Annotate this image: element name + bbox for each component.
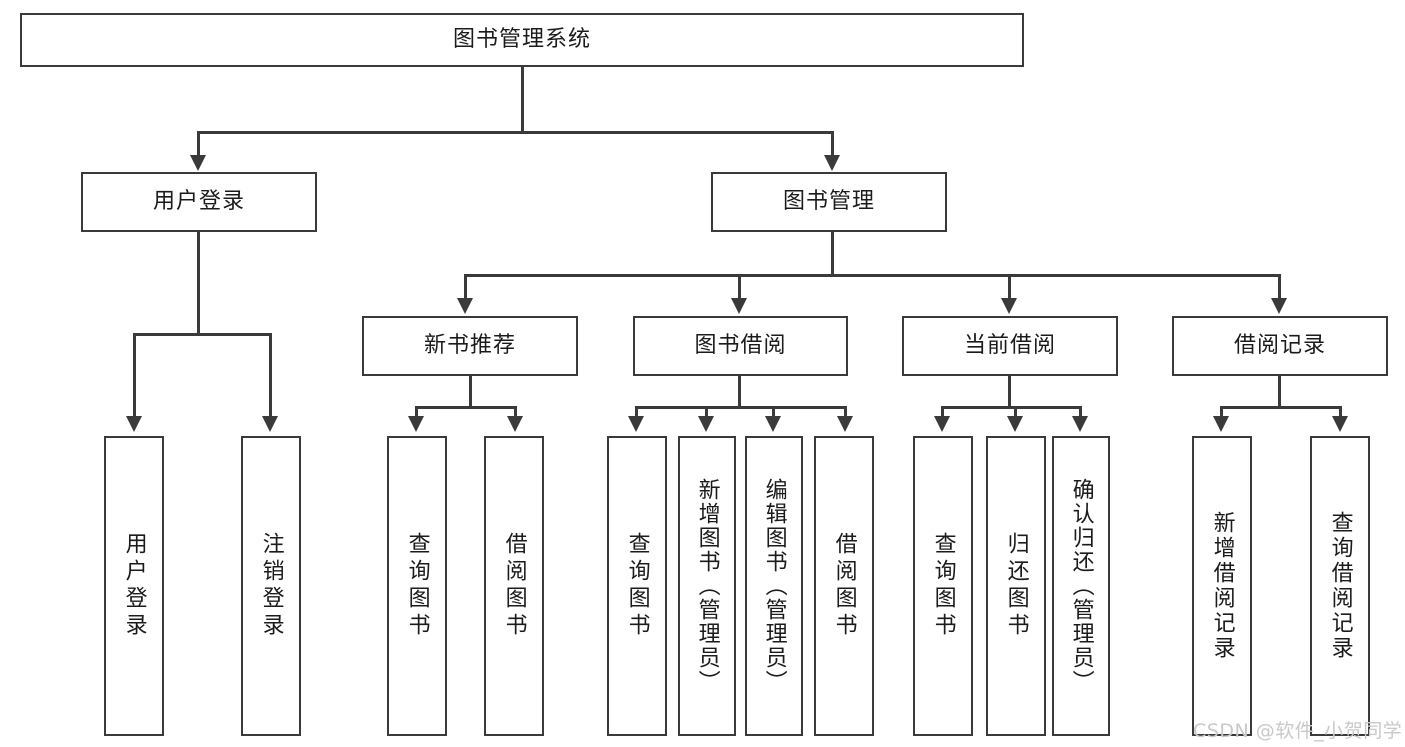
node-borrow-record[interactable]: 借阅记录: [1172, 316, 1388, 376]
leaf-node-query-borrow-record[interactable]: 查询借阅记录: [1310, 436, 1370, 736]
edge-bb-to-add: [705, 406, 708, 419]
edge-book-borrow-stem: [738, 376, 741, 408]
node-borrow-record-label: 借阅记录: [1233, 332, 1326, 358]
leaf-node-edit-book[interactable]: 编辑图书（管理员）: [745, 436, 803, 736]
leaf-node-query-book-current[interactable]: 查询图书: [913, 436, 973, 736]
node-user-login[interactable]: 用户登录: [81, 172, 317, 232]
arrow-bb-to-query: [628, 416, 644, 432]
leaf-node-confirm-return-label: 确认归还（管理员）: [1068, 478, 1094, 694]
arrow-bb-to-borrow: [837, 416, 853, 432]
leaf-node-edit-book-label: 编辑图书（管理员）: [761, 478, 787, 694]
leaf-node-query-book-borrow-label: 查询图书: [624, 532, 650, 640]
edge-nb-to-borrow: [514, 406, 517, 419]
leaf-node-add-borrow-record-label: 新增借阅记录: [1209, 511, 1235, 661]
edge-bb-to-borrow: [844, 406, 847, 419]
node-root-system[interactable]: 图书管理系统: [20, 13, 1024, 67]
leaf-node-borrow-book-recommend-label: 借阅图书: [501, 532, 527, 640]
leaf-node-query-book-current-label: 查询图书: [930, 532, 956, 640]
edge-bm-to-borrow-record: [1278, 274, 1281, 301]
edge-bb-to-query: [635, 406, 638, 419]
edge-book-management-bar: [464, 274, 1280, 277]
arrow-bm-to-book-borrow: [731, 298, 747, 314]
arrow-br-to-add: [1213, 416, 1229, 432]
leaf-node-add-book[interactable]: 新增图书（管理员）: [678, 436, 736, 736]
node-user-login-label: 用户登录: [152, 188, 245, 214]
node-current-borrow-label: 当前借阅: [963, 332, 1056, 358]
arrow-bm-to-current-borrow: [1001, 298, 1017, 314]
leaf-node-logout-label: 注销登录: [258, 532, 284, 640]
edge-root-bar: [197, 131, 834, 134]
edge-book-borrow-bar: [635, 406, 847, 409]
edge-bm-to-new-book: [464, 274, 467, 301]
arrow-user-login-to-leaf1: [126, 416, 142, 432]
arrow-bm-to-borrow-record: [1271, 298, 1287, 314]
edge-br-to-query: [1339, 406, 1342, 419]
node-book-management[interactable]: 图书管理: [711, 172, 947, 232]
arrow-bb-to-edit: [765, 416, 781, 432]
leaf-node-borrow-book[interactable]: 借阅图书: [814, 436, 874, 736]
edge-root-stem: [521, 67, 524, 133]
edge-bb-to-edit: [772, 406, 775, 419]
arrow-nb-to-query: [408, 416, 424, 432]
arrow-root-to-user-login: [190, 155, 206, 171]
node-book-borrow[interactable]: 图书借阅: [633, 316, 848, 376]
edge-book-management-stem: [831, 232, 834, 276]
node-current-borrow[interactable]: 当前借阅: [902, 316, 1118, 376]
edge-root-to-book-management: [831, 131, 834, 158]
arrow-bb-to-add: [698, 416, 714, 432]
arrow-user-login-to-leaf2: [262, 416, 278, 432]
leaf-node-borrow-book-recommend[interactable]: 借阅图书: [484, 436, 544, 736]
leaf-node-user-login-label: 用户登录: [121, 532, 147, 640]
arrow-bm-to-new-book: [457, 298, 473, 314]
leaf-node-logout[interactable]: 注销登录: [241, 436, 301, 736]
edge-user-login-stem: [197, 232, 200, 335]
edge-cb-to-confirm: [1079, 406, 1082, 419]
edge-nb-to-query: [415, 406, 418, 419]
edge-current-borrow-bar: [941, 406, 1081, 409]
arrow-br-to-query: [1332, 416, 1348, 432]
leaf-node-add-book-label: 新增图书（管理员）: [694, 478, 720, 694]
edge-current-borrow-stem: [1008, 376, 1011, 408]
edge-user-login-to-leaf2: [269, 333, 272, 419]
edge-bm-to-book-borrow: [738, 274, 741, 301]
leaf-node-add-borrow-record[interactable]: 新增借阅记录: [1192, 436, 1252, 736]
edge-new-book-bar: [415, 406, 517, 409]
leaf-node-query-borrow-record-label: 查询借阅记录: [1327, 511, 1353, 661]
arrow-cb-to-confirm: [1072, 416, 1088, 432]
edge-user-login-to-leaf1: [133, 333, 136, 419]
edge-br-to-add: [1220, 406, 1223, 419]
edge-bm-to-current-borrow: [1008, 274, 1011, 301]
edge-new-book-stem: [469, 376, 472, 408]
leaf-node-borrow-book-label: 借阅图书: [831, 532, 857, 640]
leaf-node-query-book-recommend[interactable]: 查询图书: [387, 436, 447, 736]
arrow-cb-to-return: [1007, 416, 1023, 432]
edge-borrow-record-bar: [1220, 406, 1342, 409]
arrow-root-to-book-management: [824, 155, 840, 171]
arrow-cb-to-query: [934, 416, 950, 432]
edge-borrow-record-stem: [1278, 376, 1281, 408]
leaf-node-query-book-recommend-label: 查询图书: [404, 532, 430, 640]
node-book-borrow-label: 图书借阅: [694, 332, 787, 358]
node-root-label: 图书管理系统: [452, 26, 591, 52]
node-new-book-recommend-label: 新书推荐: [423, 332, 516, 358]
leaf-node-return-book[interactable]: 归还图书: [986, 436, 1046, 736]
leaf-node-query-book-borrow[interactable]: 查询图书: [607, 436, 667, 736]
leaf-node-return-book-label: 归还图书: [1003, 532, 1029, 640]
edge-cb-to-return: [1014, 406, 1017, 419]
node-book-management-label: 图书管理: [782, 188, 875, 214]
node-new-book-recommend[interactable]: 新书推荐: [362, 316, 578, 376]
edge-cb-to-query: [941, 406, 944, 419]
leaf-node-confirm-return[interactable]: 确认归还（管理员）: [1052, 436, 1110, 736]
arrow-nb-to-borrow: [507, 416, 523, 432]
edge-user-login-bar: [133, 333, 272, 336]
edge-root-to-user-login: [197, 131, 200, 158]
leaf-node-user-login[interactable]: 用户登录: [104, 436, 164, 736]
csdn-watermark: CSDN @软件_小贺同学: [1193, 720, 1403, 742]
